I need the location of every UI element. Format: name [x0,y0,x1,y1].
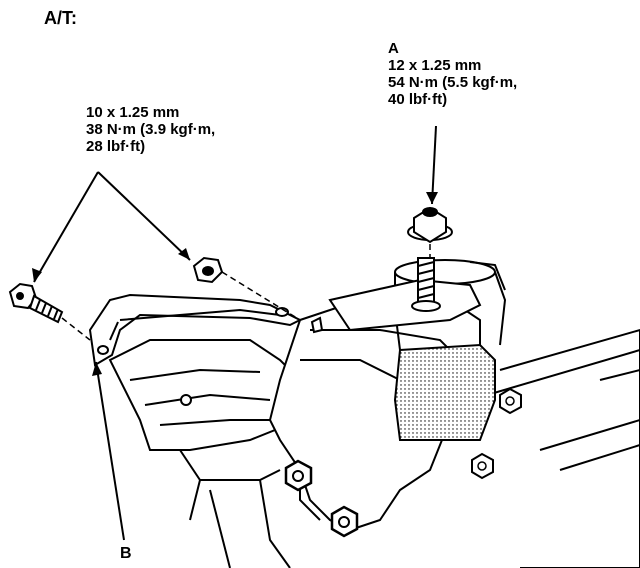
callout-a-size: 12 x 1.25 mm [388,57,482,74]
bracket-stud [310,316,324,334]
frame-panel [469,328,640,568]
callout-bolts-torque-nm: 38 N·m (3.9 kgf·m, [86,121,216,138]
bracket-nut [192,256,224,284]
bracket-bolt [8,282,64,324]
callout-a-letter: A [388,40,399,57]
callout-bolts-spec: 10 x 1.25 mm 38 N·m (3.9 kgf·m, 28 lbf·f… [86,104,215,155]
flange-nut-a [407,206,453,244]
housing-stud [180,394,192,406]
transmission-housing [108,339,301,568]
callout-bolts-torque-lbf: 28 lbf·ft) [86,138,146,155]
callout-a-spec: A 12 x 1.25 mm 54 N·m (5.5 kgf·m, 40 lbf… [388,40,517,108]
frame-bolt-right [499,387,522,415]
leader-lines [33,125,437,541]
transmission-type-heading: A/T: [44,8,77,28]
callout-b-letter: B [120,545,132,562]
frame-bolt-lower [471,452,494,480]
arrowheads [32,192,438,376]
mount-stud-a [411,257,441,312]
callout-bolts-size: 10 x 1.25 mm [86,104,180,121]
callout-a-torque-lbf: 40 lbf·ft) [388,91,448,108]
mount-nut-bottom [330,505,359,538]
bracket-b [88,293,303,367]
mount-nut-left [284,459,313,492]
callout-a-torque-nm: 54 N·m (5.5 kgf·m, [388,74,518,91]
alignment-lines [61,244,431,341]
